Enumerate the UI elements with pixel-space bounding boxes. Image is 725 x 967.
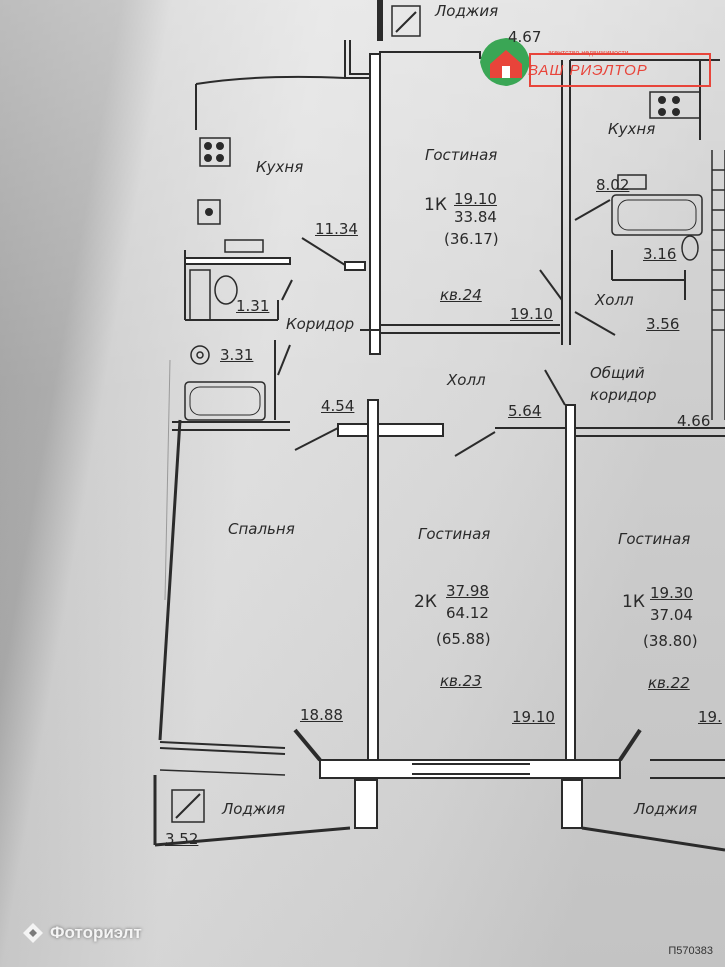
living-center-area: 19.10 [512,708,555,726]
watermark-brand: Фоториэлт [50,923,142,942]
loggia-top-area: 4.67 [508,28,542,46]
common-corridor-label-1: Общий [590,364,645,382]
diamond-logo-icon [23,923,43,943]
bath-right-area: 3.16 [643,245,677,263]
apt22-room-area: 19. [698,708,722,726]
wc-area: 1.31 [236,297,270,315]
photo-watermark: Фоториэлт [22,922,142,944]
apt22-number: кв.22 [648,674,690,692]
apt22-type: 1К [622,592,645,612]
apt22-total-area: 37.04 [650,606,693,624]
loggia-left-area: 3.52 [165,830,199,848]
vestibule-area: 4.54 [321,397,355,415]
common-corridor-label-2: коридор [590,386,657,404]
logo-title: ВАШ РИЭЛТОР [528,62,648,79]
kitchen-right-label: Кухня [608,120,656,138]
agency-logo [476,32,714,94]
listing-code: П570383 [668,945,713,957]
living-center-label: Гостиная [418,525,491,543]
apt23-type: 2К [414,592,437,612]
apt23-living-area: 37.98 [446,582,489,600]
kitchen-left-area: 11.34 [315,220,358,238]
apt23-full-area: (65.88) [436,630,491,648]
house-logo-icon [480,38,711,87]
loggia-left-label: Лоджия [222,800,286,818]
apt23-number: кв.23 [440,672,482,690]
bathroom-area: 3.31 [220,346,254,364]
corridor-label: Коридор [286,315,355,333]
apt24-full-area: (36.17) [444,230,499,248]
corridor-right-area: 4.66 [677,412,711,430]
apt24-room-area: 19.10 [510,305,553,323]
apt24-number: кв.24 [440,286,482,304]
apt24-total-area: 33.84 [454,208,497,226]
hall-center-label: Холл [447,371,486,389]
hall-right-label: Холл [595,291,634,309]
apt24-living-area: 19.10 [454,190,497,208]
apt22-full-area: (38.80) [643,632,698,650]
hall-area: 5.64 [508,402,542,420]
living-right-label: Гостиная [618,530,691,548]
kitchen-right-area: 8.02 [596,176,630,194]
logo-tagline: агентство недвижимости [548,50,629,57]
hall-right-area: 3.56 [646,315,680,333]
apt22-living-area: 19.30 [650,584,693,602]
kitchen-left-label: Кухня [256,158,304,176]
loggia-right-label: Лоджия [634,800,698,818]
apt24-type: 1К [424,195,447,215]
apt23-total-area: 64.12 [446,604,489,622]
loggia-top-label: Лоджия [435,2,499,20]
bedroom-label: Спальня [228,520,295,538]
bedroom-area: 18.88 [300,706,343,724]
living-top-label: Гостиная [425,146,498,164]
